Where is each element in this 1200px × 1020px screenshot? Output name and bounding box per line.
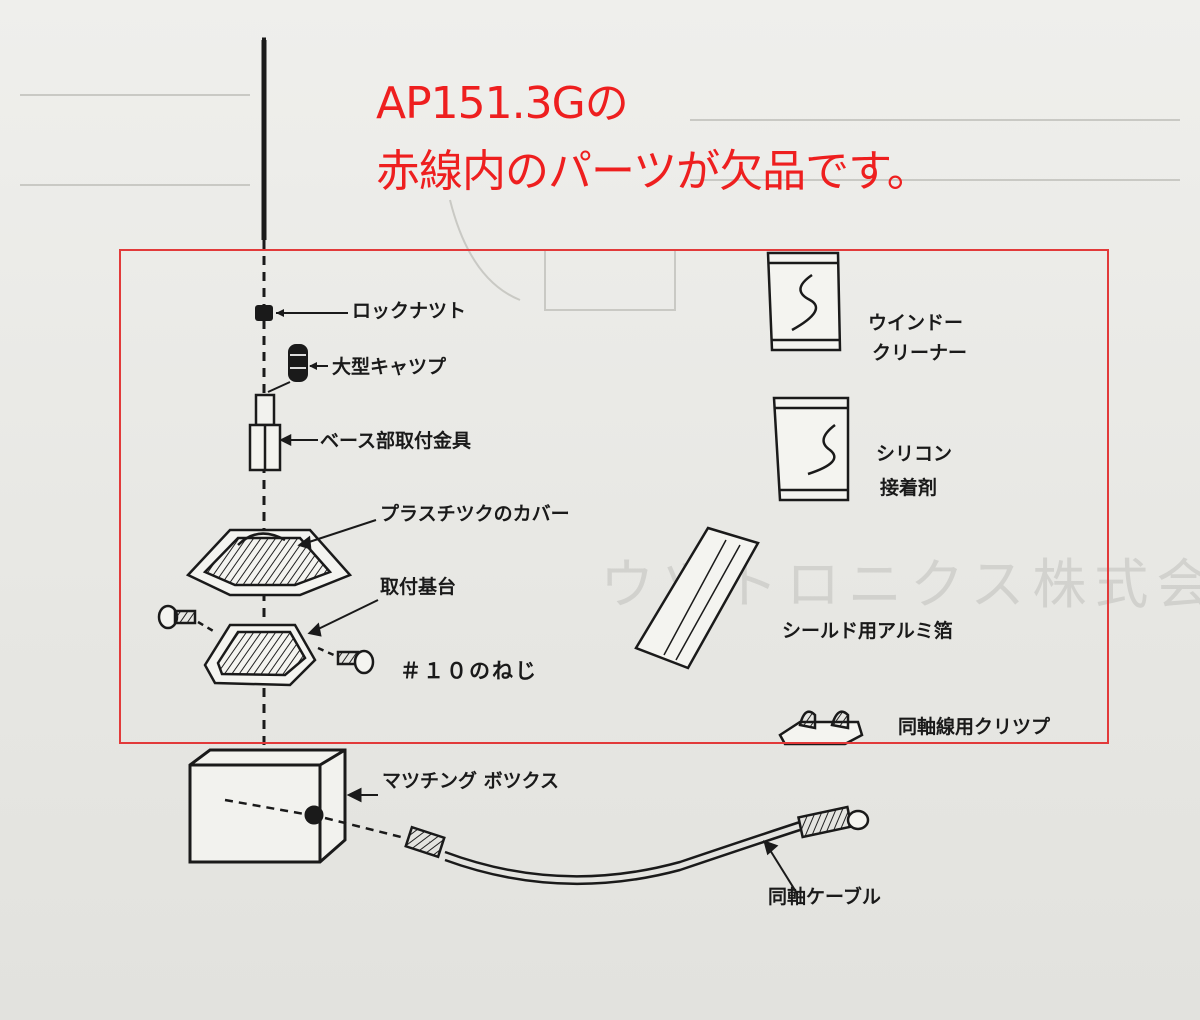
mount-base-part (203, 599, 379, 687)
label-large-cap: 大型キャツプ (332, 356, 447, 378)
coax-clip-part (778, 710, 864, 746)
label-silicone-1: シリコン (876, 443, 953, 465)
plastic-cover-part (185, 519, 377, 597)
label-mount-base: 取付基台 (380, 576, 457, 598)
lock-nut-part (255, 305, 348, 321)
base-fitting-part (248, 393, 318, 472)
label-base-fitting: ベース部取付金具 (320, 430, 472, 452)
label-silicone-2: 接着剤 (880, 477, 938, 499)
label-plastic-cover: プラスチツクのカバー (380, 503, 570, 525)
aluminum-foil-part (634, 526, 760, 670)
notice-missing-parts-line: 赤線内のパーツが欠品です。 (376, 146, 931, 197)
label-aluminum-foil: シールド用アルミ箔 (782, 620, 953, 642)
label-coax-cable: 同軸ケーブル (768, 886, 881, 908)
silicone-part (772, 396, 850, 502)
coax-cable-part (324, 805, 870, 896)
label-lock-nut: ロックナツト (352, 300, 467, 322)
window-cleaner-part (766, 251, 842, 352)
notice-model-line: AP151.3Gの (376, 78, 629, 129)
label-window-cleaner-1: ウインドー (868, 312, 964, 334)
screw-parts (157, 604, 375, 675)
missing-parts-highlight-box (119, 249, 1109, 744)
large-cap-part (267, 344, 328, 393)
label-matching-box: マツチング ボツクス (382, 770, 560, 792)
label-screw: ＃１０のねじ (400, 659, 538, 683)
show-through-marks (20, 94, 1180, 311)
matching-box-part (188, 748, 378, 864)
label-coax-clip: 同軸線用クリツプ (898, 716, 1051, 738)
label-window-cleaner-2: クリーナー (872, 342, 968, 364)
